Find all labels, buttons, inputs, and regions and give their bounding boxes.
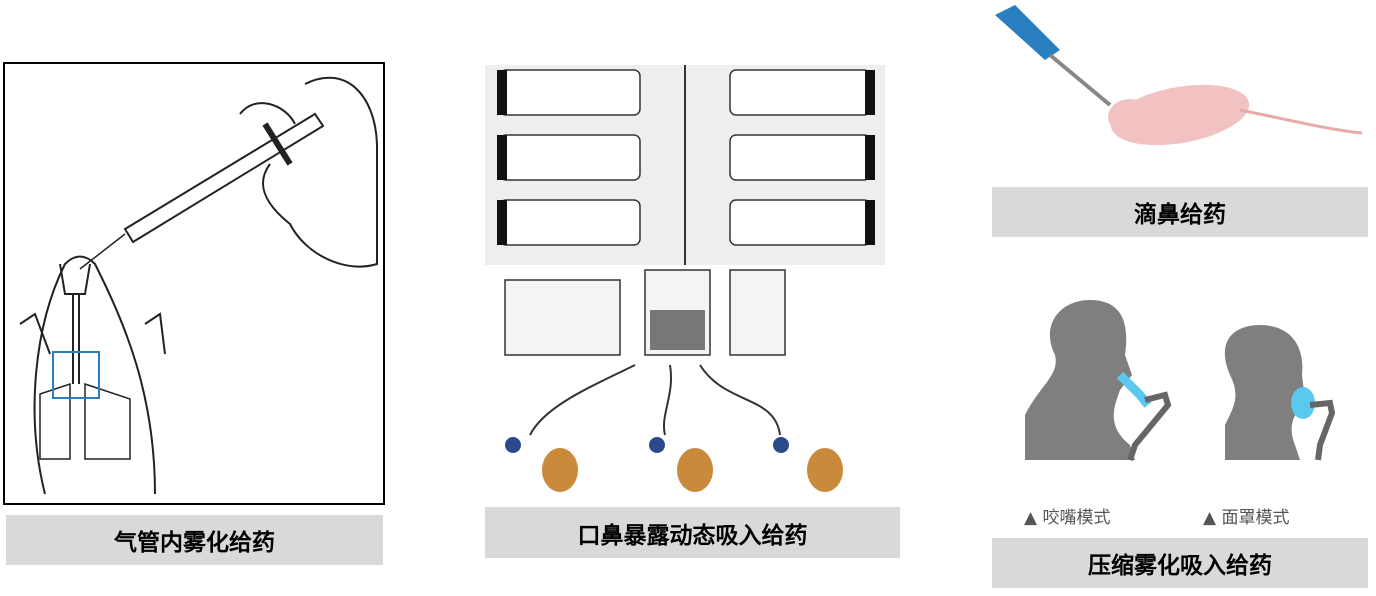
mask-mode-caption: ▲ 面罩模式 bbox=[1203, 508, 1290, 528]
nose-only-label: 口鼻暴露动态吸入给药 bbox=[485, 507, 900, 558]
mouthpiece-mode-caption: ▲ 咬嘴模式 bbox=[1024, 508, 1111, 528]
nose-only-illustration bbox=[485, 65, 885, 500]
intratracheal-illustration bbox=[3, 62, 385, 505]
intranasal-illustration bbox=[990, 5, 1366, 160]
intratracheal-label: 气管内雾化给药 bbox=[6, 515, 383, 565]
compressed-illustration bbox=[1020, 295, 1350, 465]
syringe-rat-drawing bbox=[19, 76, 378, 495]
intranasal-label: 滴鼻给药 bbox=[992, 187, 1368, 237]
pipette-mouse-drawing bbox=[995, 5, 1363, 146]
compressed-label: 压缩雾化吸入给药 bbox=[992, 538, 1368, 588]
exposure-tower-drawing bbox=[485, 65, 885, 492]
silhouettes-drawing bbox=[1025, 300, 1336, 461]
